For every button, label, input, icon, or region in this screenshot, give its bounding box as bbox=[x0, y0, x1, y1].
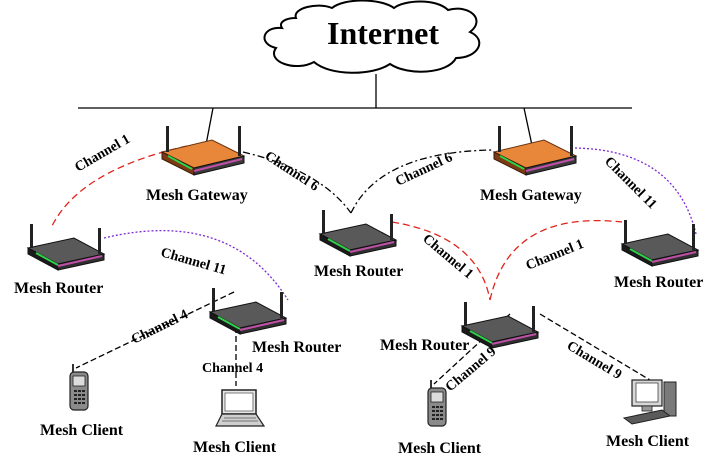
phone-icon bbox=[69, 363, 89, 411]
link-gw2-router-right bbox=[574, 147, 697, 235]
router-icon bbox=[621, 219, 699, 267]
link-mid-right-phone bbox=[433, 313, 511, 385]
phone-icon bbox=[427, 379, 447, 427]
gateway-icon bbox=[161, 125, 245, 176]
channel-label: Channel 4 bbox=[202, 361, 263, 376]
laptop-icon bbox=[215, 389, 265, 427]
mesh-client-phone-left: Mesh Client bbox=[40, 363, 124, 439]
mesh-router-right: Mesh Router bbox=[614, 219, 703, 291]
router-icon bbox=[319, 209, 397, 257]
mesh-router-left: Mesh Router bbox=[14, 223, 105, 297]
internet-label: Internet bbox=[327, 15, 439, 51]
node-label: Mesh Client bbox=[606, 433, 690, 450]
node-label: Mesh Router bbox=[614, 274, 703, 291]
node-label: Mesh Router bbox=[252, 339, 341, 356]
node-label: Mesh Router bbox=[380, 337, 469, 354]
node-label: Mesh Gateway bbox=[480, 187, 582, 204]
mesh-client-laptop: Mesh Client bbox=[193, 389, 277, 456]
link-mid-right-desktop bbox=[539, 313, 651, 381]
channel-label: Channel 6 bbox=[393, 150, 455, 189]
channel-label: Channel 4 bbox=[129, 307, 190, 347]
mesh-gateway-left: Mesh Gateway bbox=[146, 125, 248, 204]
node-label: Mesh Client bbox=[193, 439, 277, 456]
node-label: Mesh Router bbox=[314, 263, 403, 280]
channel-label: Channel 1 bbox=[524, 237, 586, 274]
channel-label: Channel 11 bbox=[159, 245, 228, 278]
router-icon bbox=[27, 223, 105, 271]
router-icon bbox=[209, 287, 287, 335]
link-gw2-router-center bbox=[350, 149, 493, 214]
channel-label: Channel 1 bbox=[73, 132, 133, 176]
gateway-icon bbox=[493, 125, 577, 176]
node-label: Mesh Gateway bbox=[146, 187, 248, 204]
backbone-wiring bbox=[78, 74, 632, 151]
link-gw1-router-center bbox=[242, 151, 352, 214]
channel-label: Channel 9 bbox=[564, 339, 624, 383]
mesh-client-desktop: Mesh Client bbox=[606, 379, 690, 450]
mesh-router-center: Mesh Router bbox=[314, 209, 403, 280]
mesh-router-mid-left: Mesh Router bbox=[209, 287, 341, 356]
mesh-gateway-right: Mesh Gateway bbox=[480, 125, 582, 204]
node-label: Mesh Router bbox=[14, 280, 103, 297]
desktop-icon bbox=[623, 379, 677, 425]
mesh-router-mid-right: Mesh Router bbox=[380, 301, 539, 354]
router-icon bbox=[461, 301, 539, 349]
link-mid-right-router-right bbox=[489, 220, 623, 301]
node-label: Mesh Client bbox=[398, 440, 482, 457]
internet-cloud: Internet bbox=[263, 0, 481, 74]
node-label: Mesh Client bbox=[40, 422, 124, 439]
channel-label: Channel 11 bbox=[601, 154, 659, 212]
channel-label: Channel 1 bbox=[419, 232, 475, 283]
mesh-client-phone-right: Mesh Client bbox=[398, 379, 482, 457]
channel-label: Channel 6 bbox=[262, 149, 321, 195]
link-mid-left-phone bbox=[75, 291, 235, 369]
